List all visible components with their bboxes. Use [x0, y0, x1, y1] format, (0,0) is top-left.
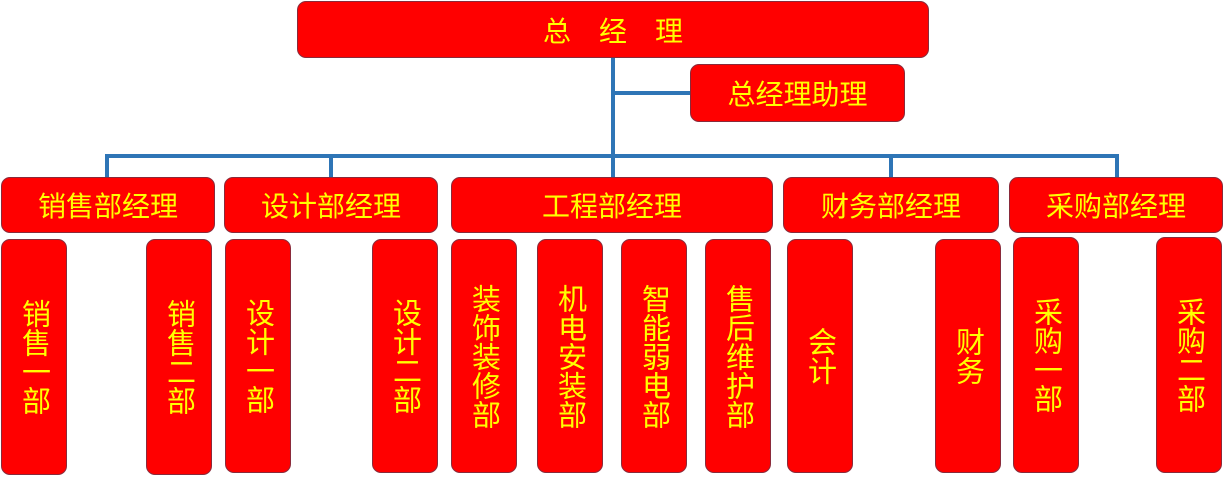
unit-design-1-box: 设计一部: [225, 239, 291, 473]
unit-electromech-label: 机电安装部: [553, 283, 588, 429]
general-manager-label: 总 经 理: [542, 14, 683, 48]
unit-accounting-label: 会计: [803, 327, 838, 385]
unit-purchasing-1-box: 采购一部: [1013, 237, 1079, 473]
unit-design-2-label: 设计二部: [388, 298, 423, 414]
unit-purchasing-2-box: 采购二部: [1156, 237, 1222, 473]
unit-sales-2-label: 销售二部: [162, 299, 197, 415]
unit-low-voltage-box: 智能弱电部: [621, 239, 687, 473]
unit-decoration-box: 装饰装修部: [451, 239, 517, 473]
dept-engineering-label: 工程部经理: [541, 190, 682, 223]
unit-purchasing-2-label: 采购二部: [1172, 297, 1207, 413]
dept-purchasing-label: 采购部经理: [1045, 190, 1186, 223]
unit-electromech-box: 机电安装部: [537, 239, 603, 473]
unit-design-1-label: 设计一部: [241, 298, 276, 414]
unit-design-2-box: 设计二部: [372, 239, 438, 473]
unit-low-voltage-label: 智能弱电部: [637, 283, 672, 429]
dept-design-box: 设计部经理: [224, 177, 438, 233]
dept-finance-label: 财务部经理: [820, 190, 961, 223]
unit-after-sales-box: 售后维护部: [705, 239, 771, 473]
assistant-box: 总经理助理: [690, 64, 905, 122]
unit-decoration-label: 装饰装修部: [467, 283, 502, 429]
unit-sales-1-box: 销售一部: [1, 239, 67, 475]
dept-finance-box: 财务部经理: [783, 177, 999, 233]
dept-engineering-box: 工程部经理: [451, 177, 773, 233]
general-manager-box: 总 经 理: [297, 1, 929, 58]
unit-accounting-box: 会计: [787, 239, 853, 473]
unit-purchasing-1-label: 采购一部: [1029, 297, 1064, 413]
unit-sales-2-box: 销售二部: [146, 239, 212, 475]
dept-design-label: 设计部经理: [260, 190, 401, 223]
dept-sales-label: 销售部经理: [37, 190, 178, 223]
dept-purchasing-box: 采购部经理: [1009, 177, 1223, 233]
assistant-label: 总经理助理: [727, 78, 868, 111]
unit-sales-1-label: 销售一部: [17, 299, 52, 415]
unit-finance-box: 财务: [935, 239, 1001, 473]
unit-after-sales-label: 售后维护部: [721, 283, 756, 429]
dept-sales-box: 销售部经理: [1, 177, 215, 233]
unit-finance-label: 财务: [951, 327, 986, 385]
